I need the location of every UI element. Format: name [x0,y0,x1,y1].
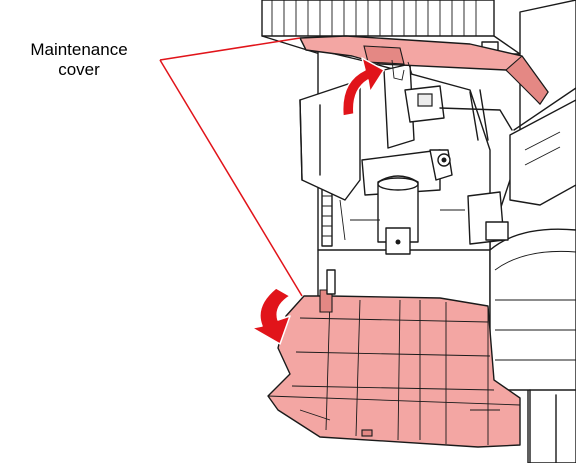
curved-arrow-up-icon [341,57,385,117]
printer-frame [317,49,491,301]
callout-line-1: Maintenance [30,40,128,59]
inner-mechanism [299,63,513,255]
curved-arrow-down-icon [251,287,291,345]
heatsink [261,0,521,55]
callout-leaders [159,37,303,297]
upper-maintenance-cover [299,35,549,105]
printer-body [489,0,576,464]
callout-line-2: cover [58,60,100,79]
lower-maintenance-cover [267,269,521,448]
maintenance-cover-label: Maintenance cover [4,40,154,80]
